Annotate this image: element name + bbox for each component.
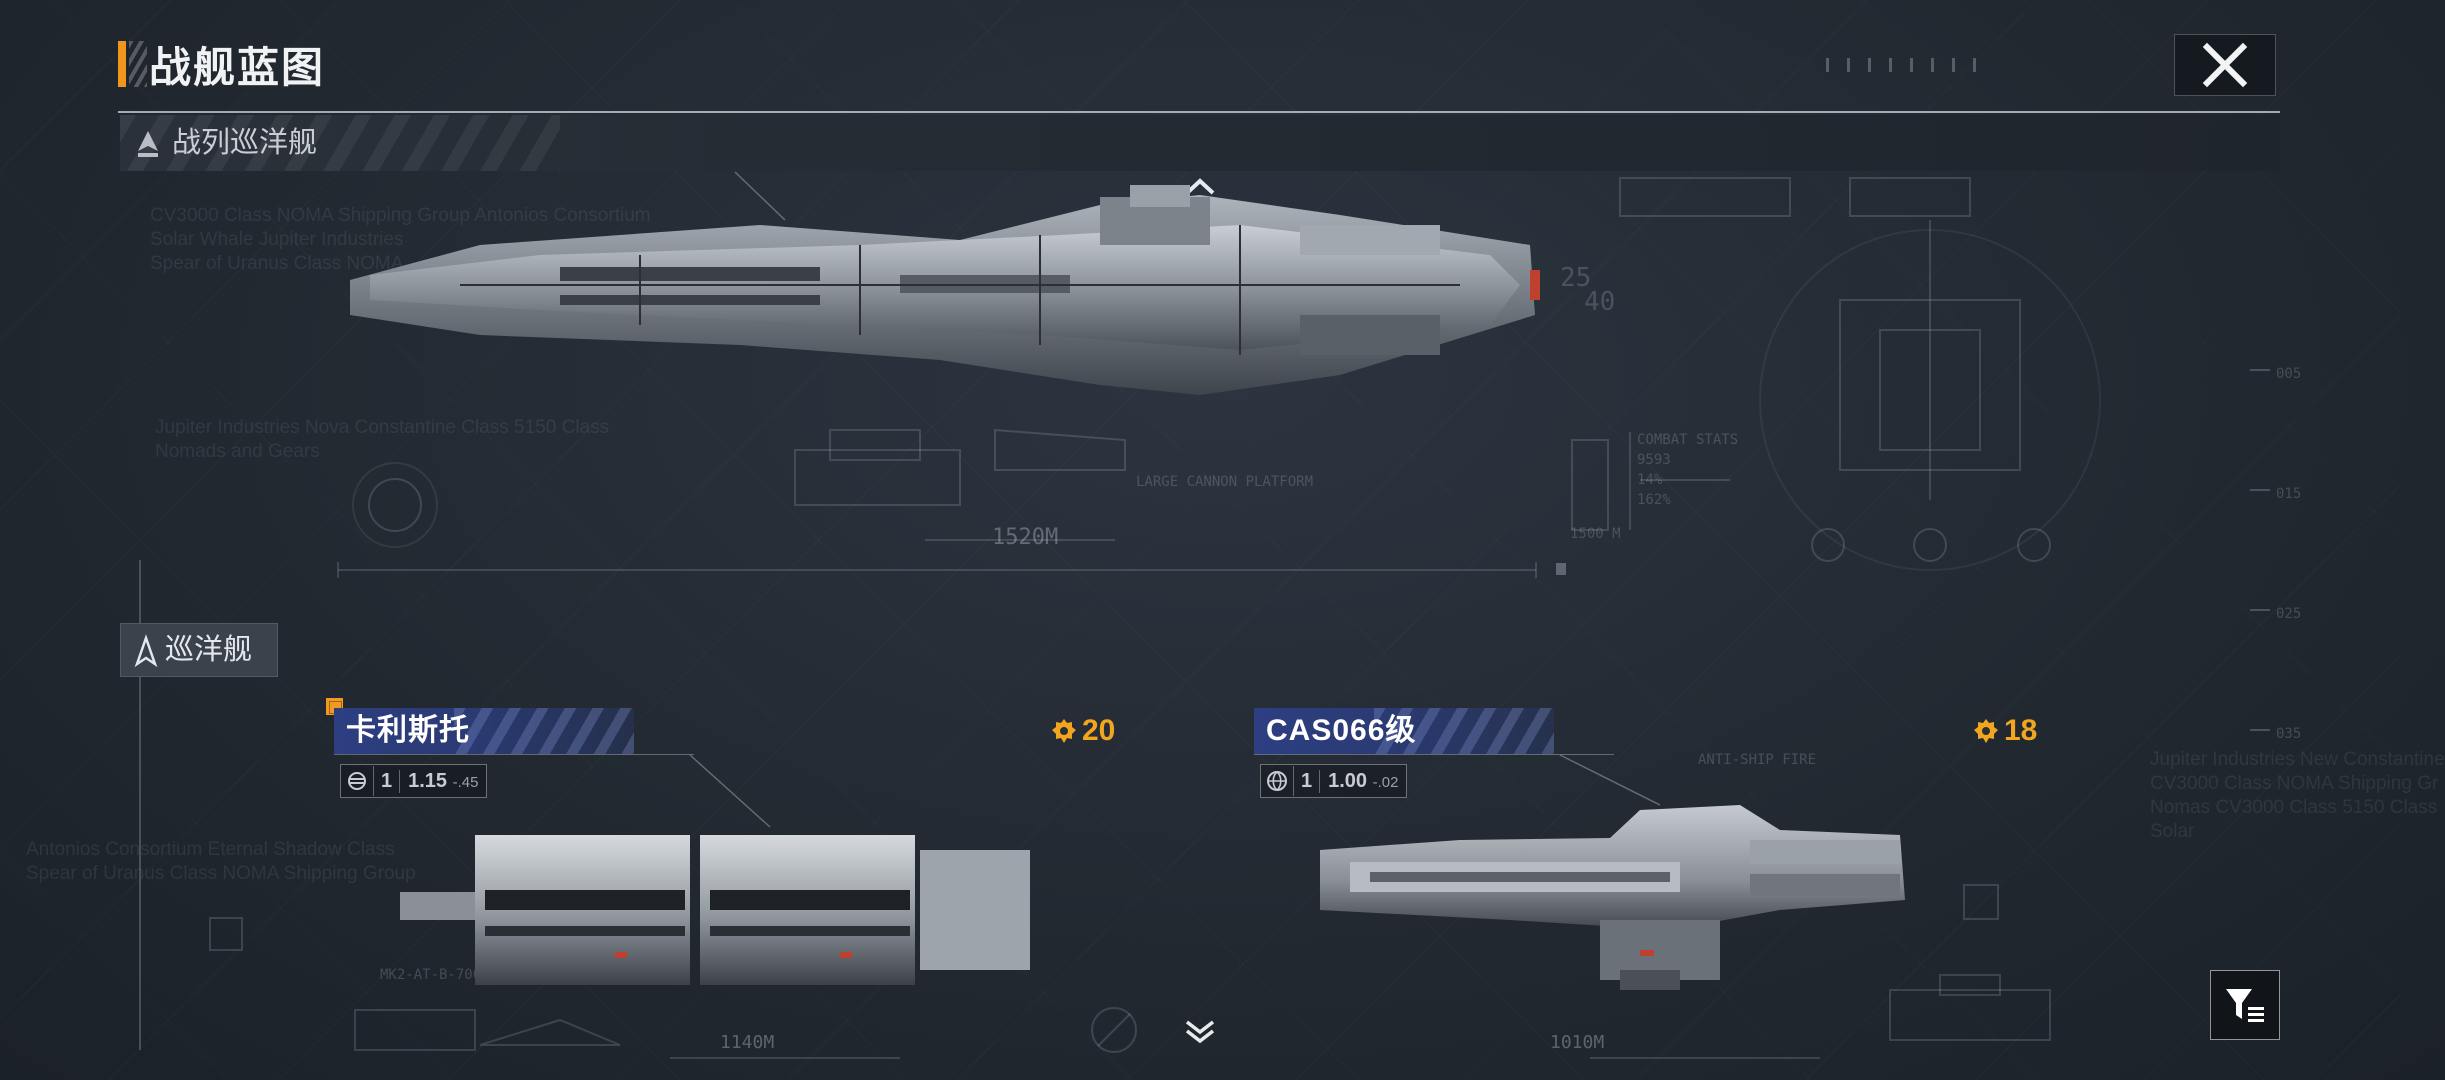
category-tag-cruiser[interactable]: 巡洋舰: [120, 623, 278, 677]
ship-name-plate: CAS066级: [1254, 708, 1554, 754]
page-header: 战舰蓝图: [118, 38, 325, 91]
side-mark: 035: [2276, 726, 2302, 742]
ship-ratio: 1.15 -.45: [408, 769, 479, 792]
resource-gear-icon: [1974, 719, 1998, 743]
ship-model-callisto: [400, 835, 1030, 985]
ship-length: 1010M: [1550, 1032, 1605, 1053]
ship-card-callisto[interactable]: 卡利斯托 1 1.15 -.45 20 1140M: [330, 700, 1115, 1080]
category-label: 巡洋舰: [165, 634, 253, 666]
scale-1500: 1500 M: [1570, 526, 1621, 542]
resource-gear-icon: [1052, 719, 1076, 743]
page-title: 战舰蓝图: [149, 43, 326, 91]
close-icon: [2202, 42, 2248, 88]
cruiser-class-icon: [134, 634, 158, 668]
large-cannon-label: LARGE CANNON PLATFORM: [1136, 474, 1314, 490]
section-label: 战列巡洋舰: [172, 127, 318, 159]
ghost-text: Antonios Consortium Eternal Shadow Class…: [26, 839, 416, 884]
ship-name: 卡利斯托: [346, 714, 470, 747]
filter-sort-button[interactable]: [2210, 970, 2280, 1040]
ship-name-plate: 卡利斯托: [334, 708, 634, 754]
ghost-text: Jupiter Industries Nova Constantine Clas…: [155, 417, 610, 462]
side-mark: 005: [2276, 366, 2302, 382]
title-stripe: [129, 41, 147, 87]
angle-b: 40: [1584, 287, 1616, 317]
ship-cost: 20: [1050, 708, 1115, 754]
side-mark: 015: [2276, 486, 2302, 502]
title-accent-bar: [118, 41, 126, 87]
battlecruiser-class-icon: [138, 131, 158, 157]
name-underline: [334, 754, 694, 755]
header-divider: [118, 111, 2280, 113]
featured-ship-length: 1520M: [992, 525, 1059, 550]
ship-stats: 1 1.00 -.02: [1260, 764, 1408, 798]
ship-model-cas066: [1320, 805, 1905, 990]
ship-ratio: 1.00 -.02: [1328, 769, 1399, 792]
mk2-label: MK2-AT-B-700: [380, 967, 482, 983]
side-mark: 025: [2276, 606, 2302, 622]
globe-icon: [1261, 766, 1294, 796]
faction-icon: [341, 766, 374, 796]
ship-tier: 1: [374, 769, 401, 793]
ship-cost: 18: [1972, 708, 2037, 754]
close-button[interactable]: [2174, 34, 2276, 96]
ship-stats: 1 1.15 -.45: [340, 764, 488, 798]
name-underline: [1254, 754, 1614, 755]
chevron-up-icon[interactable]: [1184, 176, 1216, 196]
ship-tier: 1: [1294, 769, 1321, 793]
ship-length: 1140M: [720, 1032, 775, 1053]
header-ticks: [1826, 58, 1976, 72]
filter-sort-icon: [2226, 989, 2264, 1022]
anti-ship-label: ANTI-SHIP FIRE: [1698, 752, 1817, 768]
chevron-down-icon[interactable]: [1184, 1018, 1216, 1044]
ghost-text: CV3000 Class NOMA Shipping Group Antonio…: [150, 205, 651, 274]
angle-a: 25: [1560, 263, 1592, 293]
section-header-battlecruiser: 战列巡洋舰: [120, 115, 2280, 171]
battlecruiser-model[interactable]: [340, 185, 1540, 415]
ship-card-cas066[interactable]: CAS066级 1 1.00 -.02 18 1010M: [1250, 700, 2037, 1080]
ship-name: CAS066级: [1266, 714, 1417, 747]
